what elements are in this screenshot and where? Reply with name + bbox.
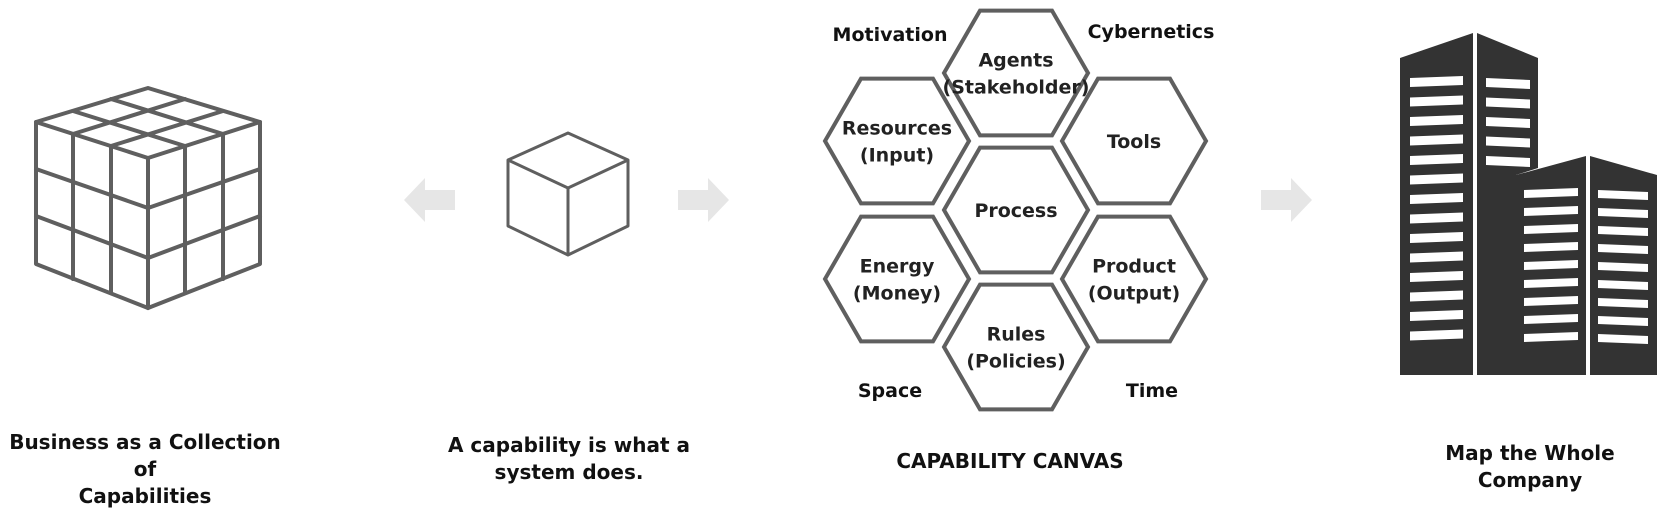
window-slat [1410, 290, 1463, 302]
window-slat [1524, 188, 1578, 198]
window-slat [1598, 334, 1648, 344]
window-slat [1410, 193, 1463, 204]
window-slat [1486, 156, 1530, 167]
caption-company: Map the Whole Company [1445, 441, 1615, 492]
hexagon-rules [941, 282, 1091, 412]
window-slat [1524, 242, 1578, 252]
window-slat [1410, 329, 1463, 341]
hexagon-label-resources: Resources [842, 118, 952, 140]
corner-space: Space [858, 380, 922, 402]
capability-canvas: Agents (Stakeholder) Resources (Input) Tools… [822, 8, 1209, 412]
window-slat [1410, 76, 1463, 87]
window-slat [1524, 296, 1578, 306]
hexagon-resources [822, 76, 972, 206]
hexagon-label-product: Product [1092, 256, 1176, 278]
window-slat [1598, 208, 1648, 218]
corner-time: Time [1126, 380, 1178, 402]
caption-business: Business as a Collection of Capabilities [9, 430, 281, 508]
window-slat [1486, 78, 1530, 89]
hexagon-energy [822, 214, 972, 344]
window-slat [1486, 97, 1530, 109]
buildings-icon [1400, 33, 1657, 375]
caption-capability: A capability is what a system does. [447, 433, 690, 484]
window-slat [1524, 224, 1578, 234]
window-slat [1410, 212, 1463, 224]
window-slat [1410, 251, 1463, 263]
hexagon-label-agents: (Stakeholder) [943, 77, 1090, 99]
window-slat [1598, 298, 1648, 308]
corner-motivation: Motivation [833, 24, 948, 46]
hexagon-label-energy: (Money) [853, 283, 941, 305]
arrow-right-icon [678, 178, 729, 222]
window-slat [1598, 190, 1648, 200]
window-slat [1524, 314, 1578, 324]
hexagon-process [941, 145, 1091, 275]
hexagon-label-rules: Rules [987, 324, 1046, 346]
window-slat [1598, 262, 1648, 272]
hexagon-label-tools: Tools [1107, 131, 1161, 153]
hexagon-product [1059, 214, 1209, 344]
hexagon-label-rules: (Policies) [966, 351, 1065, 373]
window-slat [1410, 271, 1463, 282]
window-slat [1410, 95, 1463, 107]
window-slat [1410, 173, 1463, 185]
window-slat [1410, 115, 1463, 126]
arrow-left-icon [404, 178, 455, 222]
window-slat [1598, 244, 1648, 254]
window-slat [1598, 280, 1648, 290]
cube-icon [506, 131, 630, 257]
window-slat [1524, 206, 1578, 216]
hexagon-label-product: (Output) [1088, 283, 1180, 305]
hexagon-tools [1059, 76, 1209, 206]
window-slat [1524, 278, 1578, 288]
hexagon-label-resources: (Input) [860, 145, 934, 167]
window-slat [1410, 232, 1463, 243]
caption-canvas: CAPABILITY CANVAS [896, 449, 1124, 473]
window-slat [1524, 260, 1578, 270]
window-slat [1486, 136, 1530, 148]
hexagon-label-process: Process [974, 200, 1057, 222]
window-slat [1410, 310, 1463, 321]
corner-cybernetics: Cybernetics [1088, 21, 1215, 43]
window-slat [1410, 134, 1463, 146]
hexagon-label-energy: Energy [860, 256, 935, 278]
cube-grid-icon [34, 86, 262, 310]
arrow-right-icon [1261, 178, 1312, 222]
window-slat [1486, 117, 1530, 128]
window-slat [1598, 226, 1648, 236]
window-slat [1598, 316, 1648, 326]
window-slat [1524, 332, 1578, 342]
window-slat [1410, 154, 1463, 165]
hexagon-label-agents: Agents [978, 50, 1053, 72]
hexagon-agents [941, 8, 1091, 138]
